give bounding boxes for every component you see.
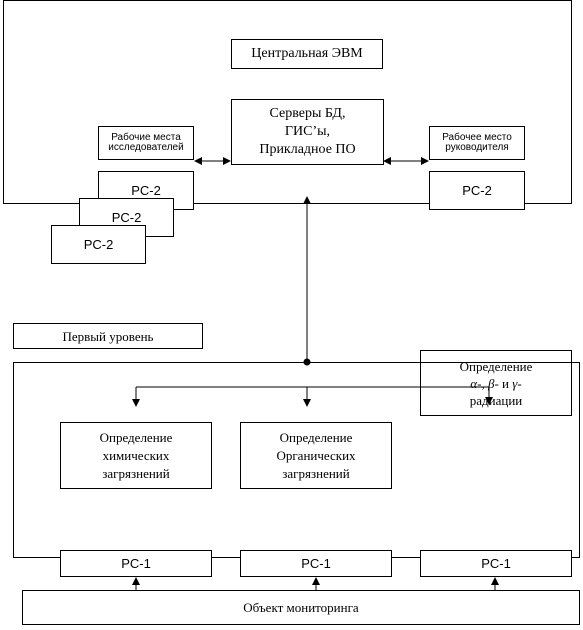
- monitoring-object-box: Объект мониторинга: [22, 590, 580, 625]
- top-level-frame: [3, 0, 572, 204]
- radiation-types: α-, β- и γ-: [470, 375, 521, 392]
- manager-workplace-box: Рабочее место руководителя: [429, 126, 525, 160]
- researchers-workplaces-box: Рабочие места исследователей: [98, 126, 194, 160]
- pc2-box-stack-3: PC-2: [51, 225, 146, 264]
- radiation-sep-1: -,: [477, 375, 488, 391]
- beta-symbol: β: [487, 375, 495, 391]
- organic-pollution-box: Определение Органических загрязнений: [240, 422, 392, 489]
- first-level-label: Первый уровень: [13, 323, 203, 349]
- chemical-pollution-box: Определение химических загрязнений: [60, 422, 212, 489]
- gamma-symbol: γ: [512, 375, 518, 391]
- radiation-title: Определение: [459, 358, 533, 374]
- servers-box: Серверы БД, ГИС’ы, Прикладное ПО: [231, 99, 384, 165]
- pc1-box-left: PC-1: [60, 550, 212, 577]
- radiation-sep-2: - и: [494, 375, 513, 391]
- central-computer-box: Центральная ЭВМ: [231, 39, 383, 69]
- radiation-detection-box: Определение α-, β- и γ- радиации: [420, 350, 572, 416]
- radiation-sep-3: -: [517, 375, 522, 391]
- pc1-box-right: PC-1: [420, 550, 572, 577]
- pc2-box-right: PC-2: [429, 171, 525, 210]
- pc1-box-middle: PC-1: [240, 550, 392, 577]
- alpha-symbol: α: [470, 375, 478, 391]
- radiation-subtitle: радиации: [469, 392, 523, 408]
